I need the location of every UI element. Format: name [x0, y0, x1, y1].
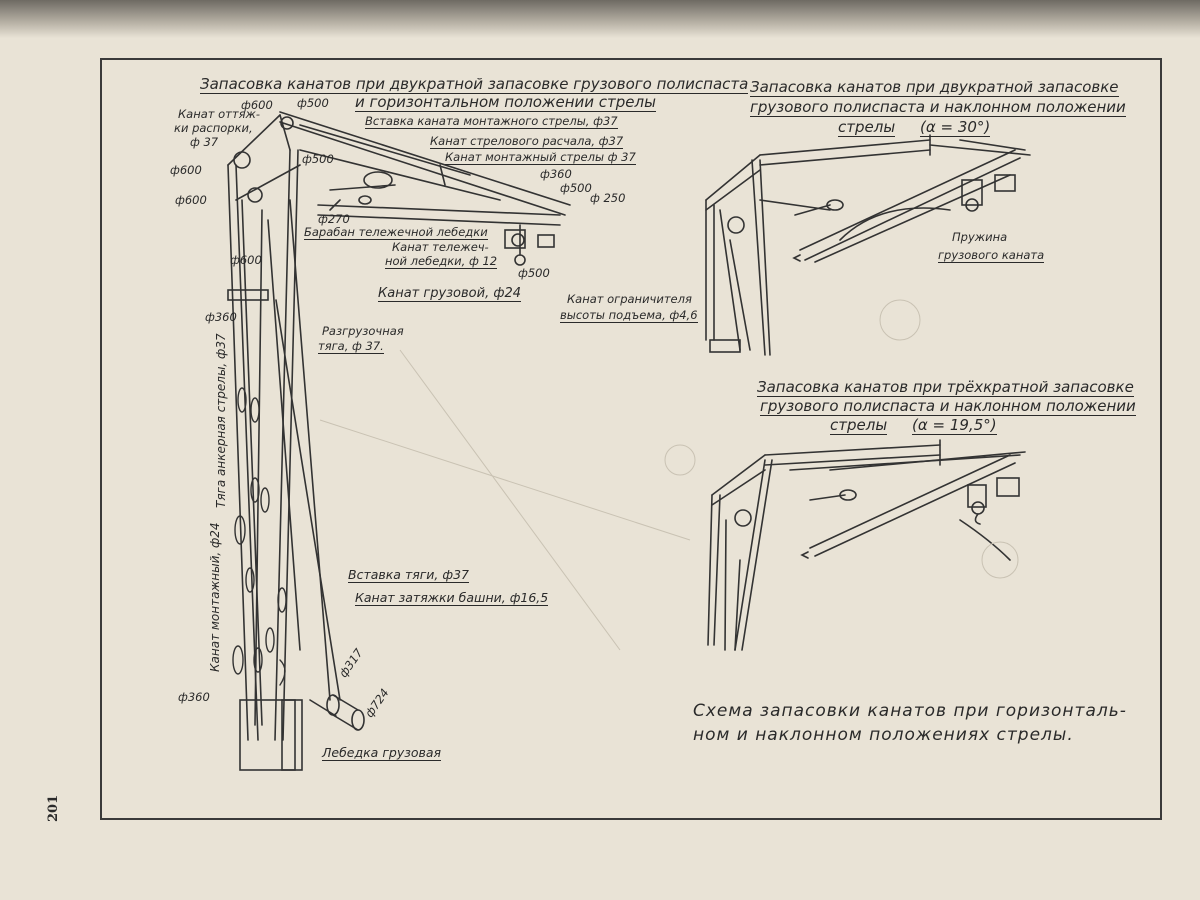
label-guy-rope-3: ф 37 — [190, 135, 219, 149]
label-guy-rope-2: ки распорки, — [174, 121, 253, 135]
label-limiter-rope-2: высоты подъема, ф4,6 — [560, 308, 698, 323]
fig30-title-line1: Запасовка канатов при двукратной запасов… — [750, 78, 1119, 97]
label-rod-insert: Вставка тяги, ф37 — [348, 567, 469, 583]
label-trolley-rope-2: ной лебедки, ф 12 — [385, 254, 498, 269]
caption-line1: Схема запасовки канатов при горизонталь- — [693, 701, 1127, 721]
page-number: 201 — [46, 794, 61, 822]
drawing-frame — [100, 58, 1162, 820]
fig30-angle: (α = 30°) — [920, 118, 991, 137]
label-tower-tie: Канат затяжки башни, ф16,5 — [355, 590, 549, 606]
label-d250: ф 250 — [590, 191, 626, 205]
label-unload-rod-2: тяга, ф 37. — [318, 339, 384, 354]
fig30-title-line2: грузового полиспаста и наклонном положен… — [750, 98, 1126, 117]
label-anchor-rod: Тяга анкерная стрелы, ф37 — [214, 333, 228, 508]
label-d600-a: ф600 — [170, 163, 202, 177]
label-d500-c: ф500 — [518, 266, 550, 280]
label-trolley-rope-1: Канат тележеч- — [392, 240, 489, 254]
label-unload-rod-1: Разгрузочная — [322, 324, 404, 338]
label-d360-a: ф360 — [540, 167, 572, 181]
label-mount-rope: Канат монтажный, ф24 — [208, 522, 222, 672]
label-d600-b: ф600 — [175, 193, 207, 207]
page-top-shadow — [0, 0, 1200, 38]
figure-19-drawing — [707, 439, 1026, 651]
main-title-line2: и горизонтальном положении стрелы — [355, 93, 656, 112]
main-boom — [279, 111, 571, 266]
fig30-title-line3: стрелы — [838, 118, 896, 137]
label-d500-a: ф500 — [302, 152, 334, 166]
cargo-winch-shape — [309, 694, 365, 731]
label-mount-rope-boom: Канат монтажный стрелы ф 37 — [445, 150, 636, 165]
figure-30-drawing — [705, 134, 1031, 356]
fig19-angle: (α = 19,5°) — [912, 416, 997, 435]
label-guy-rope-1: Канат оттяж- — [178, 107, 260, 121]
label-trolley-drum: Барабан тележечной лебедки — [304, 225, 488, 240]
rope-weights — [232, 387, 287, 686]
label-boom-rope: Канат стрелового расчала, ф37 — [430, 134, 624, 149]
label-d600-top: ф600 — [241, 98, 273, 112]
fig30-spring-2: грузового каната — [938, 248, 1045, 263]
label-d360-b: ф360 — [205, 310, 237, 324]
label-d500-top: ф500 — [297, 96, 329, 110]
label-insert-mount-rope: Вставка каната монтажного стрелы, ф37 — [365, 114, 618, 129]
label-d600-c: ф600 — [230, 253, 262, 267]
label-cargo-rope: Канат грузовой, ф24 — [378, 286, 521, 302]
caption-line2: ном и наклонном положениях стрелы. — [693, 725, 1074, 745]
fig19-title-line3: стрелы — [830, 416, 888, 435]
main-tower — [227, 114, 341, 771]
main-title-line1: Запасовка канатов при двукратной запасов… — [200, 75, 749, 94]
label-cargo-winch: Лебедка грузовая — [322, 745, 442, 761]
label-d500-b: ф500 — [560, 181, 592, 195]
label-d270: ф270 — [318, 212, 350, 226]
fig19-title-line1: Запасовка канатов при трёхкратной запасо… — [757, 378, 1134, 397]
label-limiter-rope-1: Канат ограничителя — [567, 292, 692, 306]
label-d360-c: ф360 — [178, 690, 210, 704]
fig30-spring-1: Пружина — [952, 230, 1008, 244]
fig19-title-line2: грузового полиспаста и наклонном положен… — [760, 397, 1136, 416]
